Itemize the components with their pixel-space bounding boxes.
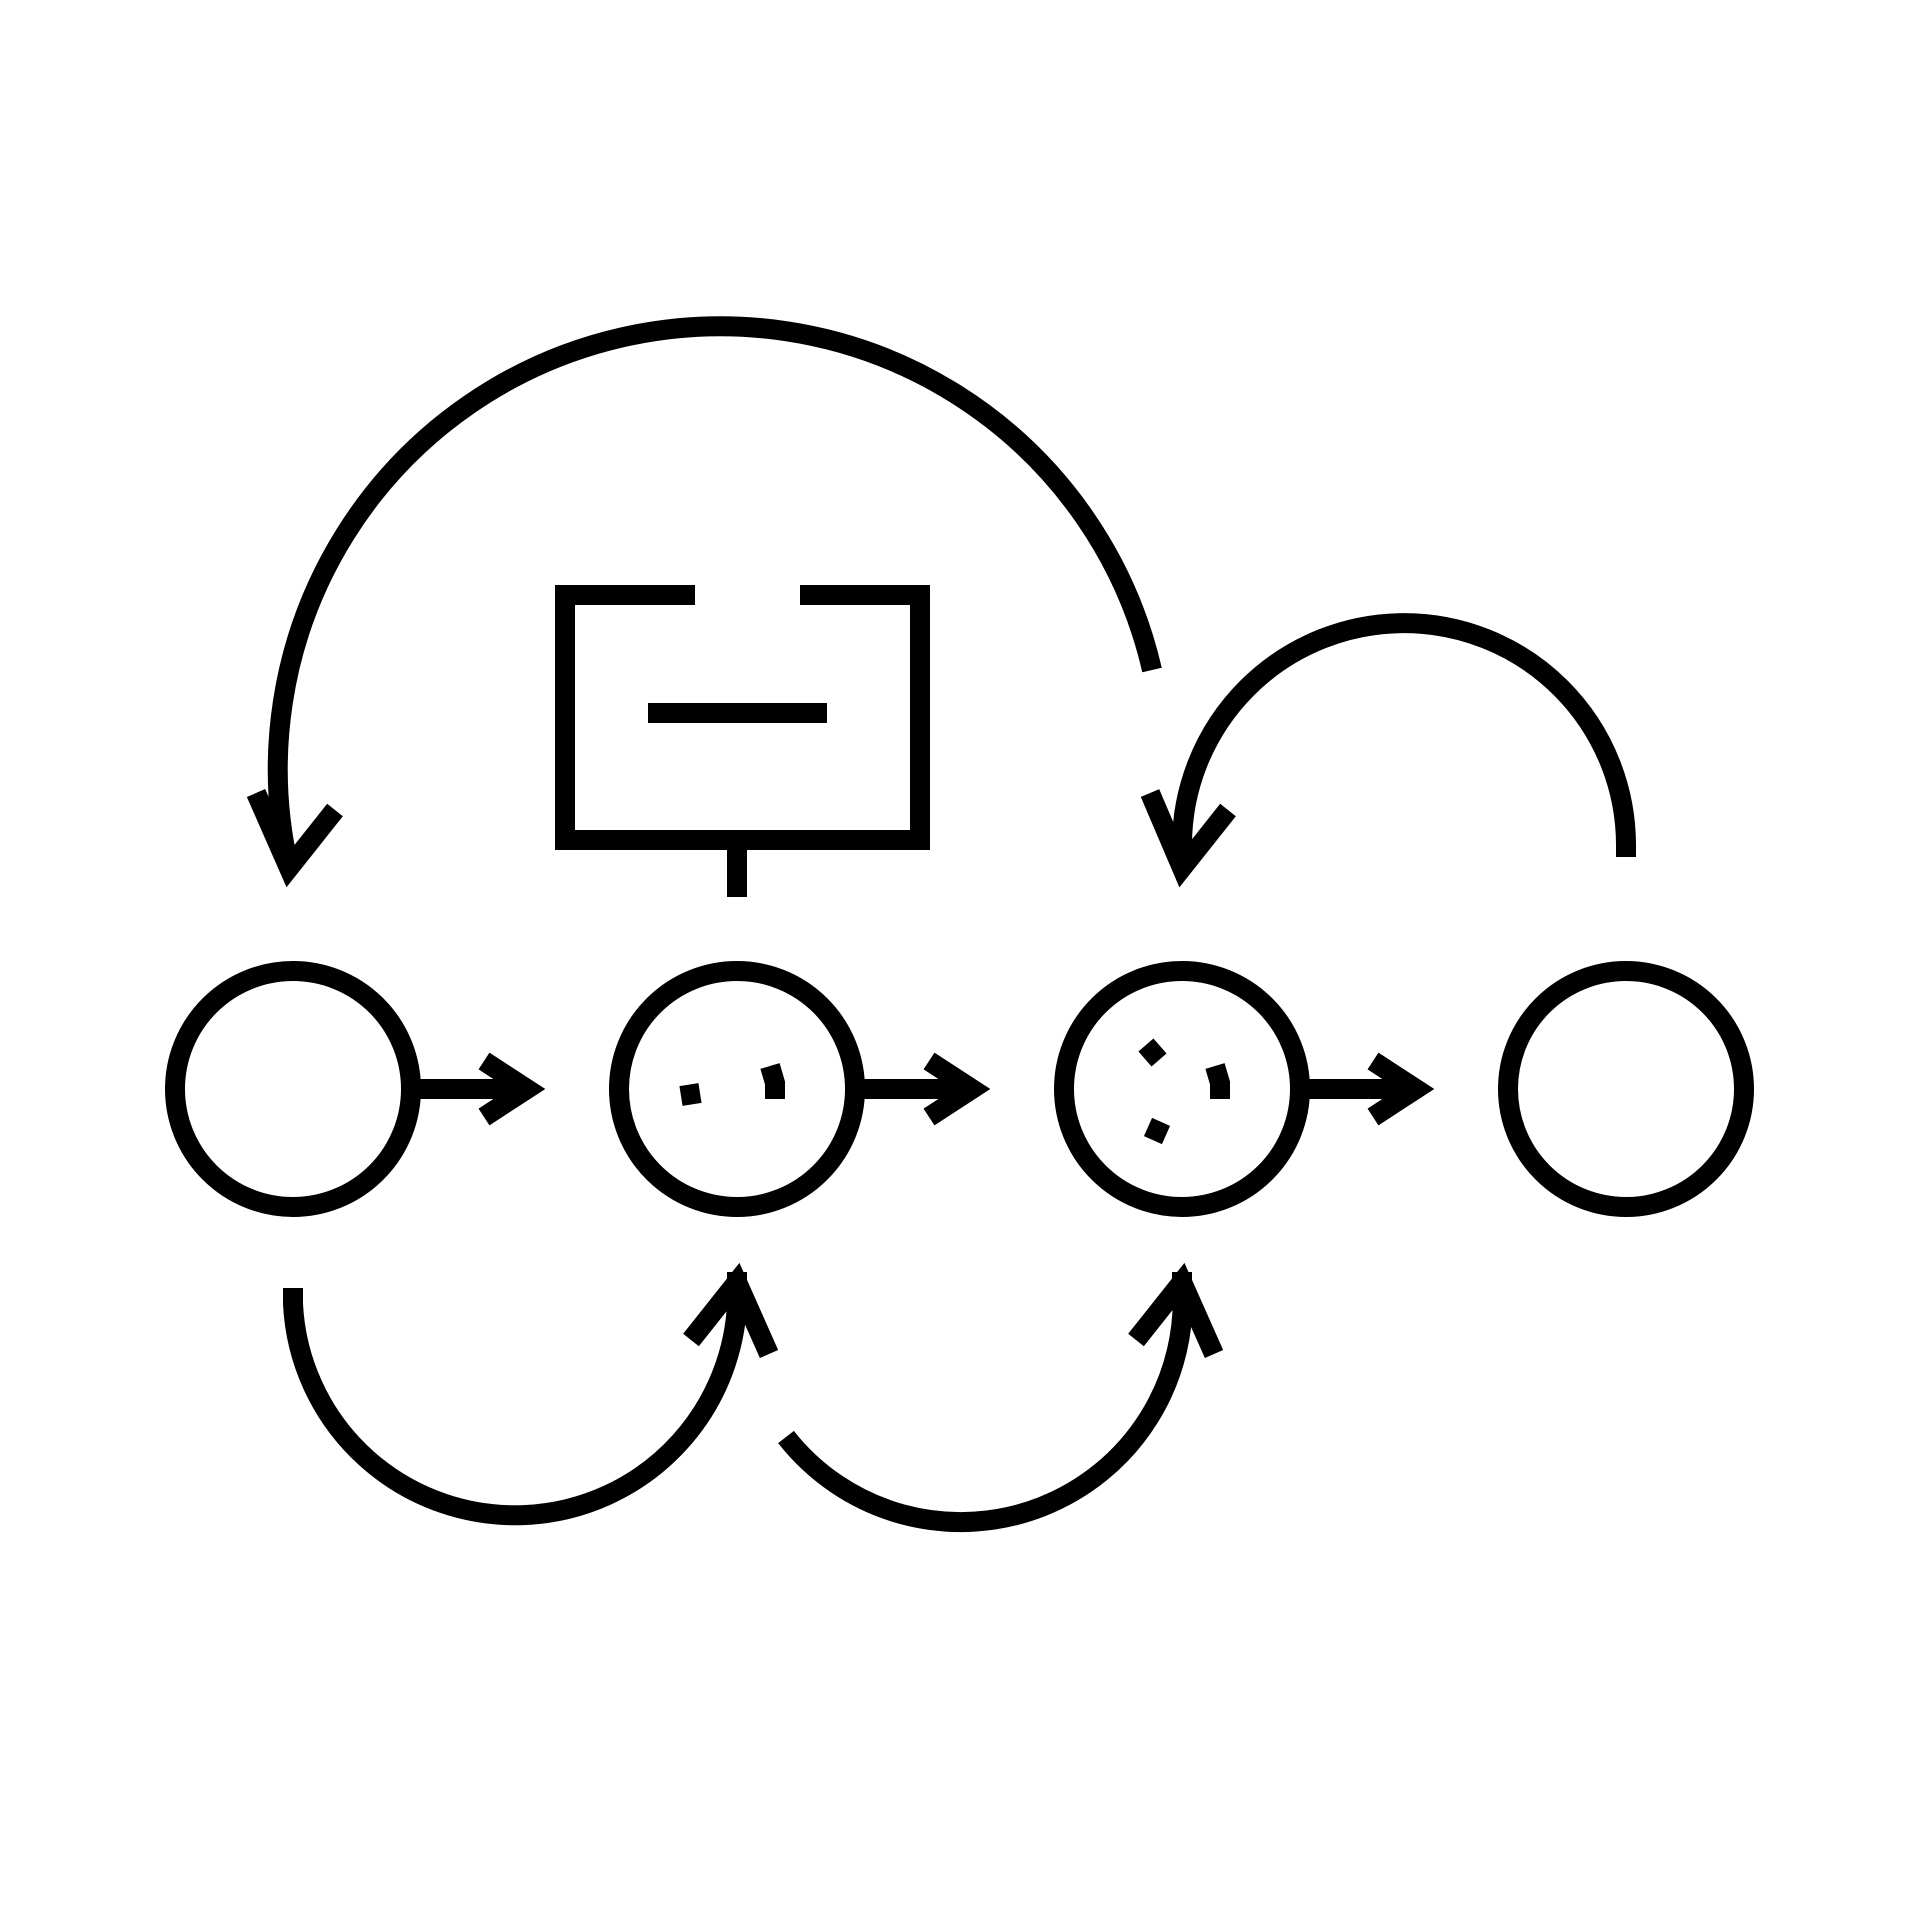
arc-arrow-2-3 xyxy=(778,1262,1224,1533)
particle-dot xyxy=(760,1063,785,1099)
arc-arrow-1-2 xyxy=(283,1262,779,1526)
state-node-4 xyxy=(1498,961,1754,1217)
transition-arrow-2-3 xyxy=(855,1052,991,1126)
state-node-2 xyxy=(609,961,865,1217)
particle-dot xyxy=(679,1083,702,1106)
particle-dot xyxy=(1138,1038,1167,1067)
particle-dot xyxy=(1205,1063,1230,1099)
transition-arrow-3-4 xyxy=(1300,1052,1435,1126)
state-node-1 xyxy=(165,961,421,1217)
battery-icon xyxy=(555,585,930,897)
particle-dot xyxy=(1143,1117,1171,1145)
state-node-3 xyxy=(1054,961,1310,1217)
transition-arrow-1-2 xyxy=(411,1052,546,1126)
arc-arrow-4-3 xyxy=(1140,613,1636,888)
arc-arrow-3-1 xyxy=(246,316,1162,888)
